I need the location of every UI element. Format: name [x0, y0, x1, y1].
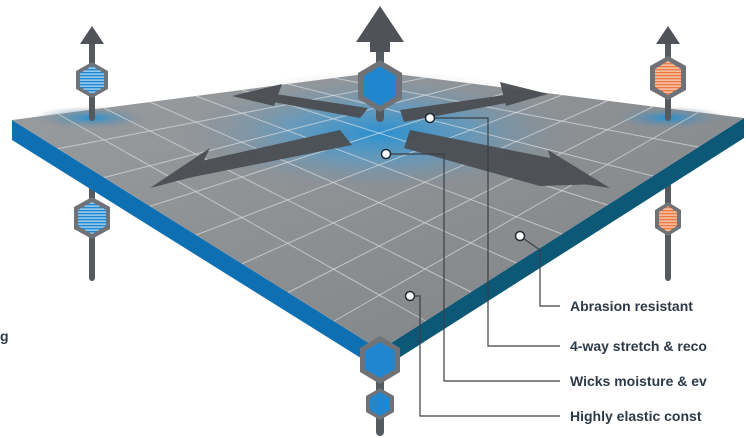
left-partial-label: g	[0, 328, 9, 344]
grid-line	[241, 100, 608, 265]
pole-left	[74, 177, 110, 281]
grid-line	[333, 111, 699, 322]
dot-stretch	[424, 112, 436, 124]
dot-wicks	[380, 148, 392, 160]
pole-center	[356, 6, 404, 122]
pole-left-top	[76, 26, 108, 121]
dot-elastic	[404, 290, 416, 302]
leader-abrasion	[519, 235, 560, 307]
dot-abrasion	[514, 230, 526, 242]
fabric-edge-right	[380, 118, 744, 370]
up-arrow-icon	[656, 26, 680, 44]
label-wicks: Wicks moisture & ev	[570, 373, 707, 389]
leader-wicks	[386, 153, 560, 382]
grid-line	[287, 106, 654, 293]
grid-line	[195, 95, 563, 235]
fabric-edge-front	[12, 120, 380, 370]
pole-right	[655, 177, 681, 281]
up-arrow-icon	[356, 6, 404, 52]
leader-stretch	[430, 117, 560, 347]
label-stretch: 4-way stretch & reco	[570, 338, 707, 354]
label-elastic: Highly elastic const	[570, 408, 702, 424]
label-abrasion: Abrasion resistant	[570, 298, 693, 314]
grid-line	[287, 83, 654, 177]
pole-center-bottom	[360, 336, 400, 436]
up-arrow-icon	[80, 26, 104, 44]
pole-right-top	[650, 26, 686, 121]
leader-dots	[380, 112, 526, 302]
leader-lines	[386, 117, 560, 417]
